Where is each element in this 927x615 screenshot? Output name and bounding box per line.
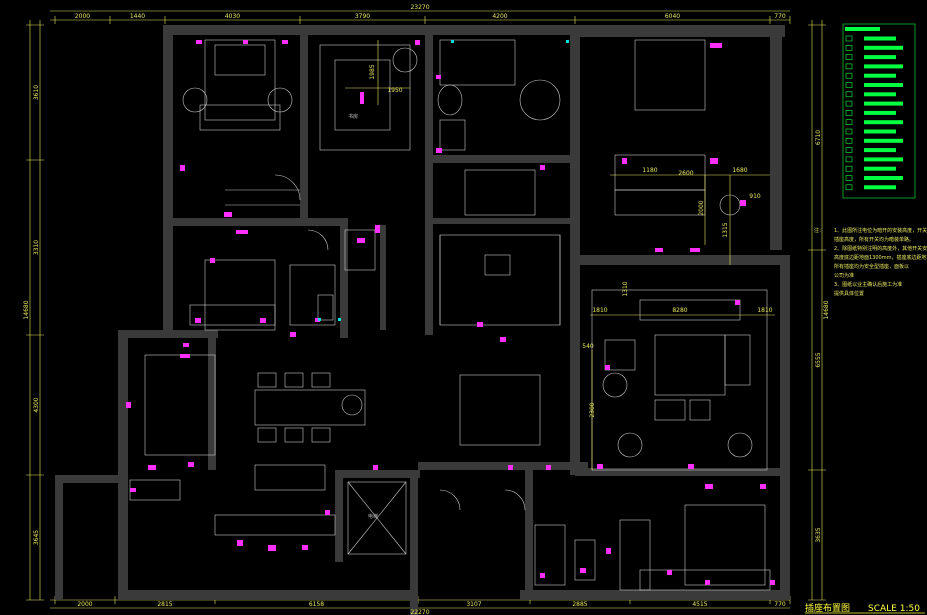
legend-text-bar	[864, 36, 896, 41]
dim-inner-label: 1680	[732, 167, 747, 174]
legend-symbol	[845, 110, 853, 116]
legend-text-bar	[864, 110, 896, 115]
dim-inner-label: 1315	[722, 222, 729, 237]
switch-markers	[318, 40, 569, 321]
dim-left-label: 4300	[33, 397, 40, 412]
legend-symbol	[845, 138, 853, 144]
legend-symbol	[845, 82, 853, 88]
dim-inner-label: 1810	[757, 307, 772, 314]
legend-text-bar	[864, 64, 903, 69]
note-number: 注：	[814, 227, 824, 234]
legend-text-bar	[864, 83, 903, 87]
dim-top-label: 1440	[130, 13, 145, 20]
note-line: 高度底边距地面1300mm，插座底边距地面300mm	[834, 254, 927, 261]
legend-symbol	[845, 63, 853, 70]
drawing-title: 插座布置图	[805, 602, 850, 614]
legend-text-bar	[864, 45, 903, 50]
note-line: 提供具体位置	[834, 290, 864, 297]
legend-text-bar	[864, 120, 903, 125]
legend-symbol	[845, 35, 853, 42]
dim-inner-label: 1810	[592, 307, 607, 314]
dim-top-label: 3790	[355, 13, 370, 20]
legend-text-bar	[864, 73, 896, 78]
legend-table	[842, 23, 916, 199]
dim-bottom-label: 2815	[157, 601, 172, 608]
legend-text-bar	[864, 148, 896, 153]
note-line: 2、除图纸特别注明的高度外，其他开关安装	[834, 245, 927, 252]
dim-inner-label: 1310	[622, 281, 629, 296]
legend-symbol	[845, 72, 853, 79]
legend-symbol	[845, 128, 853, 135]
dim-top-label: 4200	[492, 13, 507, 20]
dim-right-total: 14680	[823, 300, 830, 319]
legend-text-bar	[864, 101, 903, 106]
legend-text-bar	[864, 55, 896, 60]
drawing-scale: SCALE 1:50	[868, 604, 920, 614]
legend-symbol	[845, 165, 853, 172]
dim-inner-label: 540	[582, 343, 594, 350]
legend-text-bar	[864, 129, 896, 134]
dim-right-label: 3635	[815, 527, 822, 542]
legend-text-bar	[864, 92, 896, 97]
dimension-ticks	[26, 16, 826, 604]
dim-inner-label: 1180	[642, 167, 657, 174]
dim-top-total: 23270	[410, 4, 429, 11]
dim-left-label: 3610	[33, 85, 40, 100]
dim-top-label: 770	[774, 13, 786, 20]
dim-bottom-label: 3107	[466, 601, 481, 608]
note-line: 插座高度，所有开关均为暗装单路。	[834, 236, 914, 243]
dim-right-label: 6555	[815, 352, 822, 367]
dim-inner-label: 2000	[698, 200, 705, 215]
dim-inner-label: 8280	[672, 307, 687, 314]
dim-right-label: 6710	[815, 130, 822, 145]
dim-top-label: 4030	[225, 13, 240, 20]
room-label-study: 书房	[348, 113, 358, 120]
legend-symbol	[845, 156, 853, 163]
note-line: 1、此图所注电位为暗开的安装高度，开关	[834, 227, 927, 234]
dim-bottom-label: 2885	[572, 601, 587, 608]
legend-text-bar	[864, 176, 903, 180]
dim-inner-label: 1950	[387, 87, 402, 94]
walls	[55, 25, 790, 615]
legend-symbol	[845, 44, 853, 51]
legend-symbol	[845, 54, 853, 60]
legend-symbol	[845, 175, 853, 181]
legend-symbol	[845, 184, 853, 191]
furniture	[129, 39, 771, 591]
legend-symbol	[845, 91, 853, 98]
dim-top-label: 6040	[665, 13, 680, 20]
legend-symbol	[845, 147, 853, 153]
dim-inner-label: 1985	[369, 64, 376, 79]
dim-bottom-total: 22270	[410, 609, 429, 615]
legend-text-bar	[864, 166, 896, 171]
note-line: 3、图纸以业主确认后施工为准	[834, 281, 902, 288]
room-label-elevator: 电梯	[368, 513, 378, 520]
dim-bottom-label: 6158	[309, 601, 324, 608]
dim-bottom-label: 2000	[77, 601, 92, 608]
dim-inner-label: 2600	[678, 170, 693, 177]
note-line: 所有插座均为安全型插座，面板以	[834, 263, 909, 270]
dim-left-label: 3310	[33, 240, 40, 255]
dim-bottom-label: 4515	[692, 601, 707, 608]
dim-inner-label: 2300	[589, 402, 596, 417]
inner-dimensions	[345, 40, 775, 470]
dim-left-total: 14680	[23, 300, 30, 319]
legend-symbol	[845, 119, 853, 125]
dim-bottom-label: 770	[774, 601, 786, 608]
legend-text-bar	[864, 157, 903, 162]
note-line: 公司为准	[834, 272, 854, 279]
socket-markers	[126, 40, 775, 585]
legend-text-bar	[864, 138, 903, 143]
dim-top-label: 2000	[75, 13, 90, 20]
dim-inner-label: 910	[749, 193, 761, 200]
legend-text-bar	[864, 185, 896, 190]
dim-left-label: 3645	[33, 530, 40, 545]
legend-symbol	[845, 100, 853, 107]
